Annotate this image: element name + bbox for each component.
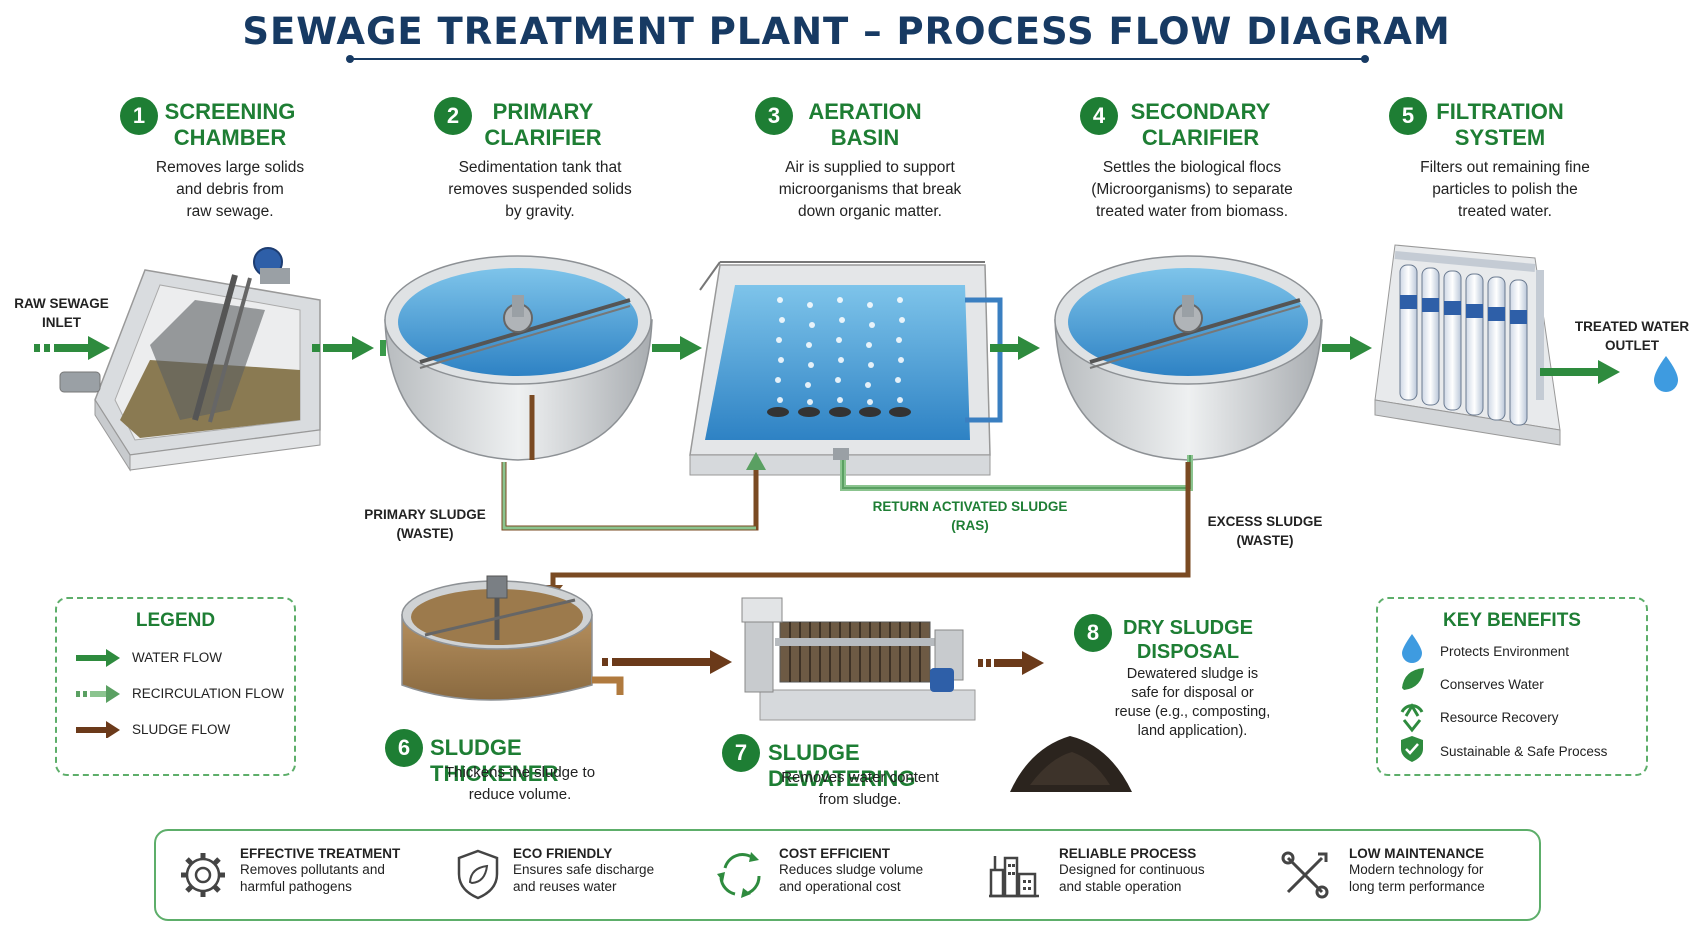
benefit-resource-recovery: Resource Recovery — [1440, 710, 1559, 725]
legend-title: LEGEND — [135, 610, 216, 631]
feature-cost-efficient: COST EFFICIENT Reduces sludge volume and… — [779, 846, 924, 894]
primary-clarifier-illustration — [380, 255, 653, 461]
benefit-protects-environment: Protects Environment — [1440, 644, 1570, 659]
legend-item-recirculation-flow: RECIRCULATION FLOW — [132, 686, 285, 701]
legend-item-sludge-flow: SLUDGE FLOW — [132, 722, 231, 737]
title-rule-dot-left — [346, 55, 354, 63]
stage-6-badge: 6 — [385, 729, 423, 767]
legend-arrows — [76, 649, 120, 738]
stage-3-badge: 3 — [755, 97, 793, 135]
shield-check-icon — [1401, 736, 1423, 762]
recycle-arrows-icon — [717, 852, 761, 898]
stage-4-desc: Settles the biological flocs(Microorgani… — [1091, 159, 1293, 220]
legend-item-water-flow: WATER FLOW — [132, 650, 222, 665]
key-benefits-panel — [1376, 597, 1648, 776]
water-drop-icon — [1402, 634, 1422, 663]
page-title: SEWAGE TREATMENT PLANT – PROCESS FLOW DI… — [242, 10, 1451, 53]
secondary-clarifier-illustration — [1054, 255, 1323, 461]
benefits-icons — [1400, 634, 1424, 762]
sludge-dewatering-illustration — [741, 597, 976, 721]
aeration-bubbles — [775, 297, 905, 405]
green-arrow-icon — [76, 649, 120, 667]
legend-panel — [55, 597, 296, 776]
stage-4-badge: 4 — [1080, 97, 1118, 135]
gear-icon — [181, 853, 225, 897]
sludge-to-ras-pipe — [502, 462, 756, 530]
clarifier-to-aeration-arrow — [652, 336, 702, 360]
dry-sludge-pile — [1010, 736, 1132, 792]
benefit-conserves-water: Conserves Water — [1440, 677, 1544, 692]
aeration-basin-illustration — [689, 261, 1003, 476]
recirculation-arrow-head — [746, 452, 766, 470]
screening-chamber-illustration — [59, 247, 321, 472]
feature-eco-friendly: ECO FRIENDLY Ensures safe discharge and … — [513, 846, 655, 894]
secondary-to-filtration-arrow — [1322, 336, 1372, 360]
shield-leaf-icon — [457, 849, 499, 900]
tools-icon — [1281, 851, 1329, 899]
stage-6-title: SLUDGE THICKENER — [430, 735, 559, 786]
title-rule-dot-right — [1361, 55, 1369, 63]
feature-effective-treatment: EFFECTIVE TREATMENT Removes pollutants a… — [240, 846, 401, 894]
screening-to-clarifier-arrow — [312, 336, 374, 360]
key-benefits-title: KEY BENEFITS — [1443, 610, 1581, 631]
title-underline — [350, 58, 1365, 60]
feature-reliable-process: RELIABLE PROCESS Designed for continuous… — [1059, 846, 1205, 894]
light-green-arrow-icon — [76, 685, 120, 703]
excess-sludge-label: EXCESS SLUDGE(WASTE) — [1207, 514, 1323, 548]
stage-7-title: SLUDGE DEWATERING — [768, 740, 916, 791]
stage-7-badge: 7 — [722, 734, 760, 772]
stage-5-badge: 5 — [1389, 97, 1427, 135]
stage-8-badge: 8 — [1074, 614, 1112, 652]
sludge-thickener-illustration — [401, 575, 624, 701]
features-bar — [154, 829, 1541, 921]
brown-arrow-icon — [76, 721, 120, 738]
leaf-icon — [1402, 668, 1424, 690]
filtration-system-illustration — [1374, 244, 1561, 446]
thickener-to-dewatering-arrow — [602, 650, 732, 674]
treated-water-outlet-arrow — [1540, 356, 1678, 392]
stage-1-badge: 1 — [120, 97, 158, 135]
feature-low-maintenance: LOW MAINTENANCE Modern technology for lo… — [1349, 846, 1485, 894]
return-activated-sludge-label: RETURN ACTIVATED SLUDGE(RAS) — [872, 499, 1068, 533]
primary-sludge-label: PRIMARY SLUDGE(WASTE) — [364, 507, 486, 541]
factory-icon — [989, 856, 1039, 898]
dewatering-to-disposal-arrow — [978, 651, 1044, 675]
recycle-icon — [1400, 703, 1424, 733]
stage-2-badge: 2 — [434, 97, 472, 135]
benefit-sustainable-safe-process: Sustainable & Safe Process — [1440, 744, 1608, 759]
excess-sludge-pipe — [550, 462, 1191, 585]
raw-sewage-inlet-arrow — [34, 336, 110, 360]
aeration-to-secondary-arrow — [990, 336, 1040, 360]
